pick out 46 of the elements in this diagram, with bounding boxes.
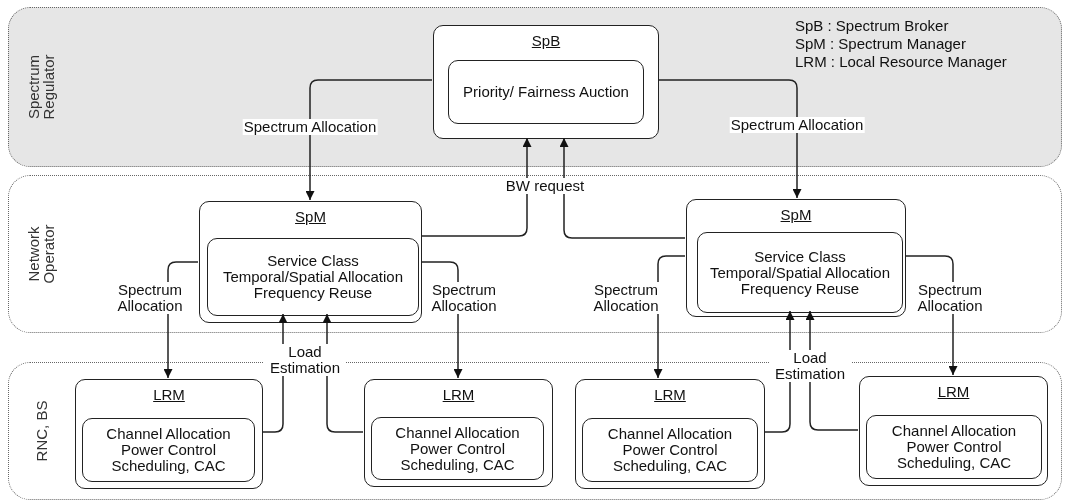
arrow: [305, 79, 433, 201]
function-text: Channel Allocation Power Control Scheduling, CAC: [890, 423, 1018, 471]
abbreviation-note: SpM : Spectrum Manager: [795, 36, 966, 52]
component-box: [75, 379, 263, 489]
function-text: Channel Allocation Power Control Scheduling, CAC: [394, 424, 521, 473]
function-text: Channel Allocation Power Control Scheduling, CAC: [606, 426, 734, 474]
arrow: [559, 137, 686, 239]
component-title: LRM: [442, 386, 475, 403]
edge-label: Load Estimation: [769, 350, 851, 382]
abbreviation-note: LRM : Local Resource Manager: [795, 54, 1007, 70]
component-title: LRM: [153, 386, 185, 403]
edge-label: Spectrum Allocation: [729, 117, 865, 133]
function-text: Priority/ Fairness Auction: [462, 84, 630, 100]
layer-title: Network Operator: [26, 223, 56, 286]
layer-title: Spectrum Regulator: [26, 53, 56, 122]
edge-label: BW request: [504, 178, 586, 194]
arrow: [657, 79, 802, 199]
function-box: [866, 415, 1042, 479]
component-box: [859, 376, 1048, 486]
component-title: SpM: [780, 206, 812, 223]
function-box: [582, 418, 758, 482]
component-title: LRM: [654, 386, 686, 403]
component-box: [575, 379, 765, 489]
component-title: SpB: [531, 32, 561, 49]
component-box: [433, 25, 659, 139]
function-box: [82, 418, 255, 482]
layer-title: RNC, BS: [33, 399, 49, 464]
edge-label: Spectrum Allocation: [242, 119, 378, 135]
component-box: [686, 199, 906, 317]
function-text: Service Class Temporal/Spatial Allocation Frequency Reuse: [708, 248, 892, 297]
function-box: [371, 417, 544, 480]
component-title: LRM: [937, 383, 970, 400]
component-box: [364, 379, 553, 487]
component-box: [199, 201, 422, 323]
function-box: [207, 238, 419, 316]
layer-band: [8, 175, 1062, 333]
edge-label: Load Estimation: [264, 344, 346, 376]
layer-band: [8, 362, 1062, 500]
layer-band: [8, 7, 1062, 167]
abbreviation-note: SpB : Spectrum Broker: [795, 18, 949, 34]
component-title: SpM: [295, 208, 326, 225]
arrow: [420, 137, 532, 237]
function-box: [448, 60, 644, 124]
function-box: [697, 232, 903, 313]
function-text: Channel Allocation Power Control Scheduling, CAC: [105, 426, 232, 474]
function-text: Service Class Temporal/Spatial Allocation Frequency Reuse: [221, 253, 405, 301]
